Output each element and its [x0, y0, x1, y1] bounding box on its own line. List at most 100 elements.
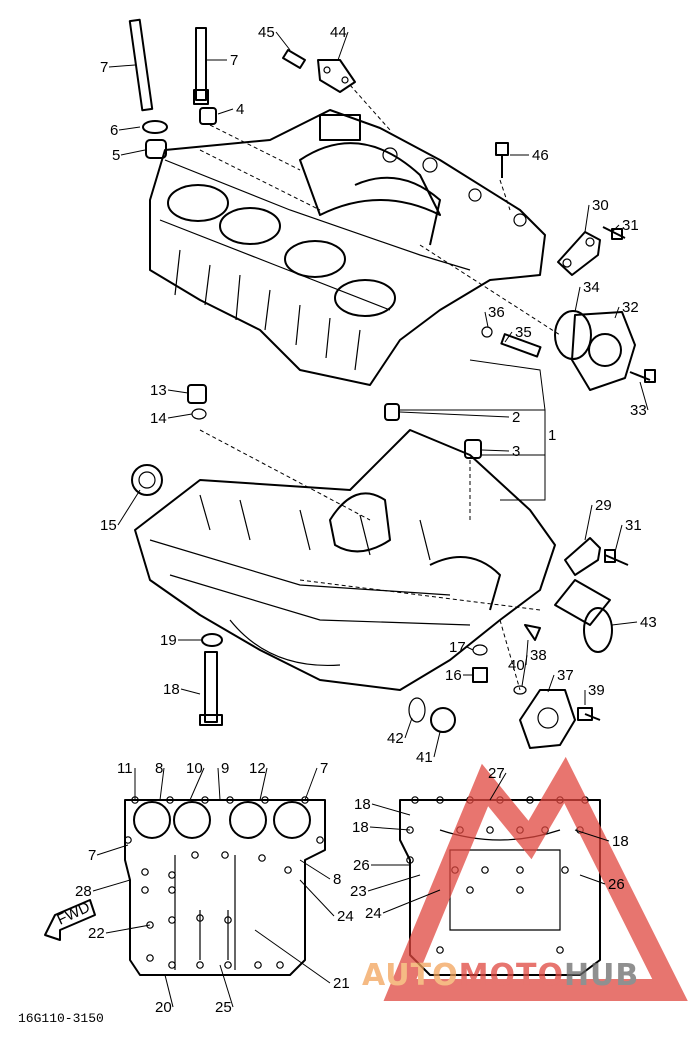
callout-28: 28 [75, 883, 92, 900]
callout-38: 38 [530, 647, 547, 664]
leader-line [521, 654, 528, 687]
bolt-hole [168, 886, 176, 894]
bolt-hole [276, 961, 284, 969]
leader-line [481, 449, 510, 452]
callout-23: 23 [350, 883, 367, 900]
callout-18: 18 [612, 833, 629, 850]
callout-3: 3 [512, 443, 520, 460]
dowel-13 [187, 384, 207, 404]
leader-line [611, 224, 620, 233]
clip-40 [524, 624, 541, 641]
callout-22: 22 [88, 925, 105, 942]
callout-12: 12 [249, 760, 266, 777]
leader-line [167, 413, 193, 419]
leader-line [164, 974, 174, 1008]
dowel-2 [384, 403, 400, 421]
oil-pump-cover-32 [571, 311, 636, 391]
bolt-hole [406, 856, 414, 864]
bracket-1-top [469, 359, 546, 411]
bolt-hole [436, 946, 444, 954]
callout-39: 39 [588, 682, 605, 699]
bolt-hole [141, 868, 149, 876]
bolt-hole [124, 836, 132, 844]
leader-line [108, 64, 136, 68]
plate-30 [557, 231, 601, 276]
stud-bolt-right [193, 27, 209, 105]
callout-2: 2 [512, 409, 520, 426]
screw-33 [629, 369, 656, 383]
leader-line [299, 859, 331, 880]
callout-16: 16 [445, 667, 462, 684]
callout-27: 27 [488, 765, 505, 782]
leader-line [217, 767, 221, 801]
callout-34: 34 [583, 279, 600, 296]
callout-6: 6 [110, 122, 118, 139]
callout-9: 9 [221, 760, 229, 777]
bolt-hole [168, 916, 176, 924]
pin-35 [500, 333, 542, 358]
washer-17 [472, 644, 488, 656]
callout-41: 41 [416, 749, 433, 766]
leader-line [399, 411, 510, 418]
bolt-hole [301, 796, 309, 804]
callout-35: 35 [515, 324, 532, 341]
leader-line [484, 311, 489, 328]
leader-line [275, 31, 291, 51]
lower-case-bolt-view [399, 799, 601, 976]
leader-line [489, 772, 507, 801]
callout-17: 17 [449, 639, 466, 656]
bolt-hole [258, 854, 266, 862]
leader-line [614, 524, 623, 553]
plug-41 [430, 707, 456, 733]
bolt-46 [495, 142, 509, 178]
callout-31: 31 [622, 217, 639, 234]
callout-21: 21 [333, 975, 350, 992]
leader-line [189, 767, 205, 801]
leader-line [369, 826, 411, 831]
leader-line [254, 929, 331, 984]
upper-crankcase [149, 109, 546, 386]
callout-1: 1 [548, 427, 556, 444]
bolt-16 [472, 667, 488, 683]
callout-36: 36 [488, 304, 505, 321]
bolt-hole [261, 796, 269, 804]
callout-7: 7 [320, 760, 328, 777]
leader-line [219, 964, 234, 1008]
callout-18: 18 [163, 681, 180, 698]
leader-line [96, 844, 129, 856]
leader-line [105, 924, 151, 934]
callout-4: 4 [236, 101, 244, 118]
callout-18: 18 [354, 796, 371, 813]
bolt-hole [168, 961, 176, 969]
callout-5: 5 [112, 147, 120, 164]
callout-40: 40 [508, 657, 525, 674]
callout-31: 31 [625, 517, 642, 534]
leader-line [639, 381, 649, 411]
leader-line [504, 331, 513, 343]
bracket-1-bottom [500, 455, 546, 501]
bolt-39 [577, 707, 601, 721]
callout-26: 26 [608, 876, 625, 893]
bolt-hole [481, 866, 489, 874]
leader-line [180, 688, 201, 695]
bolt-hole [561, 866, 569, 874]
bolt-hole [146, 921, 154, 929]
callout-46: 46 [532, 147, 549, 164]
bolt-hole [146, 954, 154, 962]
dowel-4 [199, 107, 217, 125]
bolt-hole [196, 914, 204, 922]
bolt-hole [436, 796, 444, 804]
leader-line [584, 504, 593, 541]
bolt-hole [284, 866, 292, 874]
leader-line [117, 489, 141, 526]
leader-line [614, 306, 620, 319]
callout-33: 33 [630, 402, 647, 419]
leader-line [466, 646, 474, 651]
callout-10: 10 [186, 760, 203, 777]
leader-line [304, 767, 318, 801]
callout-26: 26 [353, 857, 370, 874]
bolt-hole [196, 961, 204, 969]
plate-29 [564, 537, 601, 576]
callout-42: 42 [387, 730, 404, 747]
callout-24: 24 [337, 908, 354, 925]
